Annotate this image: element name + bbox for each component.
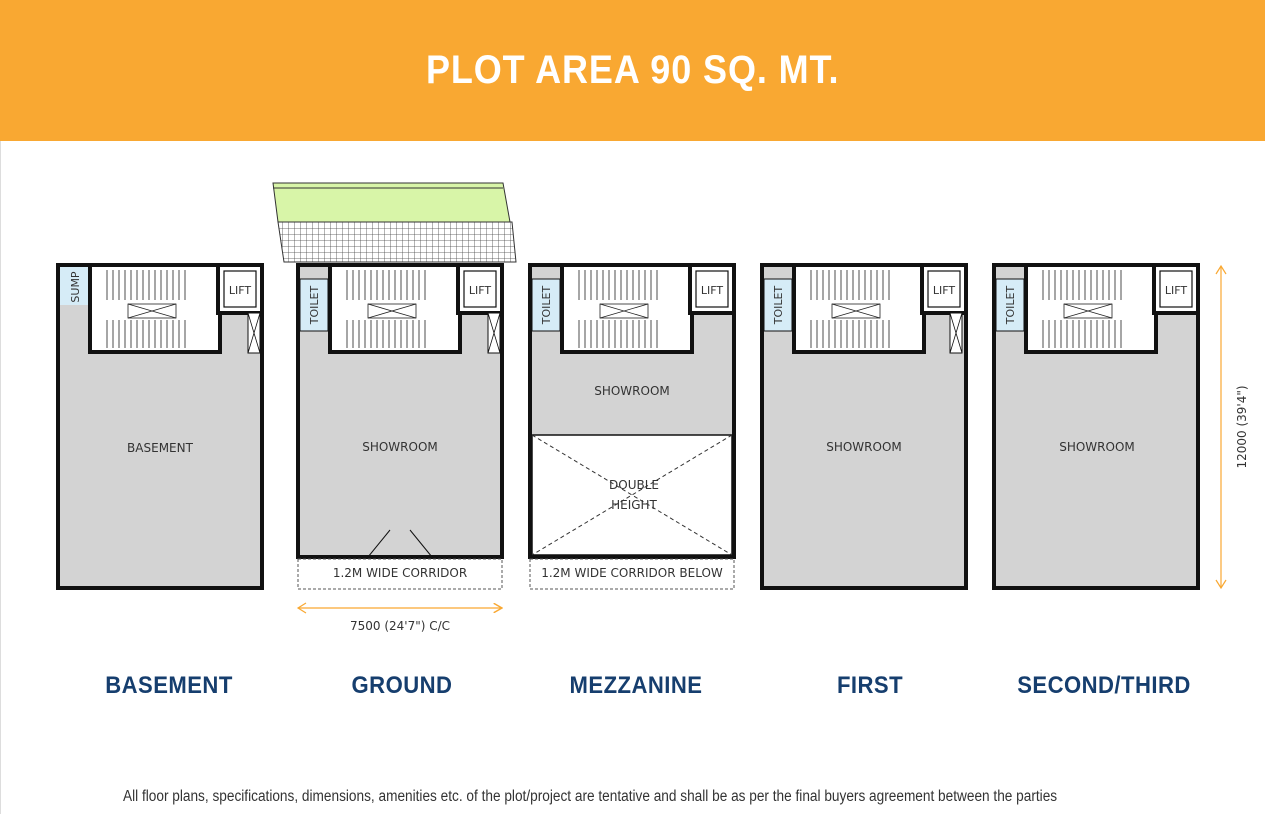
lift-label: LIFT — [469, 284, 492, 297]
floor-labels: BASEMENT GROUND MEZZANINE FIRST SECOND/T… — [0, 672, 1265, 702]
toilet-label: TOILET — [308, 286, 321, 326]
stair-icon — [106, 270, 186, 348]
floor-label-first: FIRST — [836, 672, 904, 699]
floor-label-ground: GROUND — [351, 672, 453, 699]
toilet-label: TOILET — [540, 286, 553, 326]
depth-dimension: 12000 (39'4") — [1215, 264, 1249, 590]
toilet-label: TOILET — [1004, 286, 1017, 326]
lift-label: LIFT — [229, 284, 252, 297]
plan-second-third: TOILET LIFT SHOWROOM — [992, 263, 1200, 590]
toilet-label: TOILET — [772, 286, 785, 326]
canopy — [272, 182, 517, 263]
page-title: PLOT AREA 90 SQ. MT. — [425, 48, 840, 92]
floor-label-mezzanine: MEZZANINE — [569, 672, 703, 699]
lift-label: LIFT — [701, 284, 724, 297]
sump-label: SUMP — [69, 271, 82, 303]
corridor-label-ground: 1.2M WIDE CORRIDOR — [333, 566, 467, 580]
stair-icon — [578, 270, 658, 348]
room-label-second-third: SHOWROOM — [1059, 440, 1135, 454]
plan-basement: SUMP LIFT BASEMENT — [56, 263, 264, 590]
disclaimer-text: All floor plans, specifications, dimensi… — [123, 788, 1058, 805]
room-label-basement: BASEMENT — [127, 441, 194, 455]
plan-first: TOILET LIFT SHOWROOM — [760, 263, 968, 590]
lift-label: LIFT — [1165, 284, 1188, 297]
floor-plans-diagram: SUMP LIFT BASEMENT TOILET LIFT SHO — [56, 182, 1249, 633]
corridor-label-mezzanine: 1.2M WIDE CORRIDOR BELOW — [541, 566, 723, 580]
width-dimension-label: 7500 (24'7") C/C — [350, 619, 450, 633]
page-border — [0, 141, 1, 814]
room-label-first: SHOWROOM — [826, 440, 902, 454]
stair-icon — [346, 270, 426, 348]
plan-mezzanine: TOILET LIFT SHOWROOM DOUBLE HEIGHT 1.2M … — [528, 263, 736, 590]
room-label-mezzanine: SHOWROOM — [594, 384, 670, 398]
title-banner: PLOT AREA 90 SQ. MT. — [0, 0, 1265, 141]
depth-dimension-label: 12000 (39'4") — [1235, 385, 1249, 468]
room-label-ground: SHOWROOM — [362, 440, 438, 454]
stair-icon — [1042, 270, 1122, 348]
stair-icon — [810, 270, 890, 348]
plan-ground: TOILET LIFT SHOWROOM 1.2M WIDE CORRIDOR … — [296, 263, 504, 633]
floor-label-second-third: SECOND/THIRD — [1017, 672, 1191, 699]
floor-label-basement: BASEMENT — [105, 672, 233, 699]
double-height-line1: DOUBLE — [609, 478, 659, 492]
lift-label: LIFT — [933, 284, 956, 297]
double-height-line2: HEIGHT — [611, 498, 657, 512]
double-height-cross — [531, 434, 733, 556]
